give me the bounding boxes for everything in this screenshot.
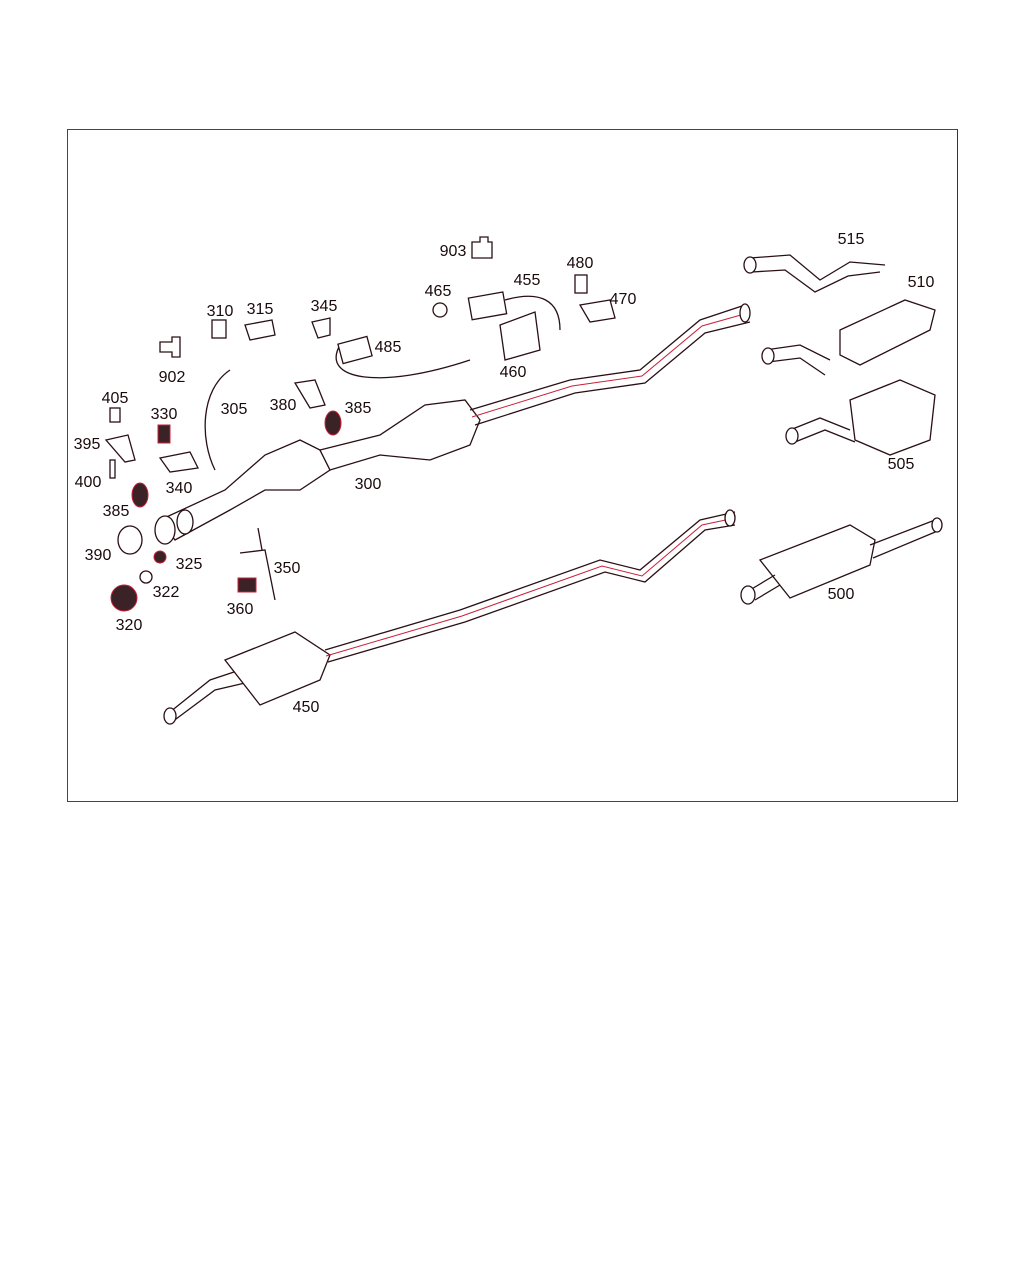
part-label: 330 — [151, 406, 178, 423]
part-label: 390 — [85, 547, 112, 564]
part-label: 400 — [75, 474, 102, 491]
small-parts — [104, 236, 616, 612]
part-label: 485 — [375, 339, 402, 356]
part-label: 320 — [116, 617, 143, 634]
part-label: 903 — [440, 243, 467, 260]
part-label: 340 — [166, 480, 193, 497]
front-muffler-pipe[interactable] — [163, 509, 736, 725]
part-label: 450 — [293, 699, 320, 716]
part-label: 505 — [888, 456, 915, 473]
part-label: 405 — [102, 390, 129, 407]
rear-muffler-510[interactable] — [761, 299, 936, 376]
part-label: 360 — [227, 601, 254, 618]
part-label: 480 — [567, 255, 594, 272]
part-label: 315 — [247, 301, 274, 318]
part-label: 470 — [610, 291, 637, 308]
part-label: 305 — [221, 401, 248, 418]
part-label: 460 — [500, 364, 527, 381]
tailpipe-515[interactable] — [743, 254, 886, 293]
part-label: 510 — [908, 274, 935, 291]
part-label: 345 — [311, 298, 338, 315]
part-label: 380 — [270, 397, 297, 414]
part-label: 385 — [103, 503, 130, 520]
part-label: 902 — [159, 369, 186, 386]
part-label: 455 — [514, 272, 541, 289]
diagram-frame — [67, 129, 958, 802]
part-label: 515 — [838, 231, 865, 248]
part-label: 310 — [207, 303, 234, 320]
part-label: 385 — [345, 400, 372, 417]
rear-muffler-505[interactable] — [785, 379, 936, 456]
catalytic-converter-assembly[interactable] — [154, 303, 751, 545]
rear-muffler-500[interactable] — [740, 517, 943, 605]
part-label: 395 — [74, 436, 101, 453]
part-label: 350 — [274, 560, 301, 577]
part-label: 500 — [828, 586, 855, 603]
part-label: 465 — [425, 283, 452, 300]
part-label: 325 — [176, 556, 203, 573]
part-label: 322 — [153, 584, 180, 601]
part-labels: 903 455 480 465 470 515 510 310 315 345 … — [74, 231, 935, 716]
part-label: 300 — [355, 476, 382, 493]
